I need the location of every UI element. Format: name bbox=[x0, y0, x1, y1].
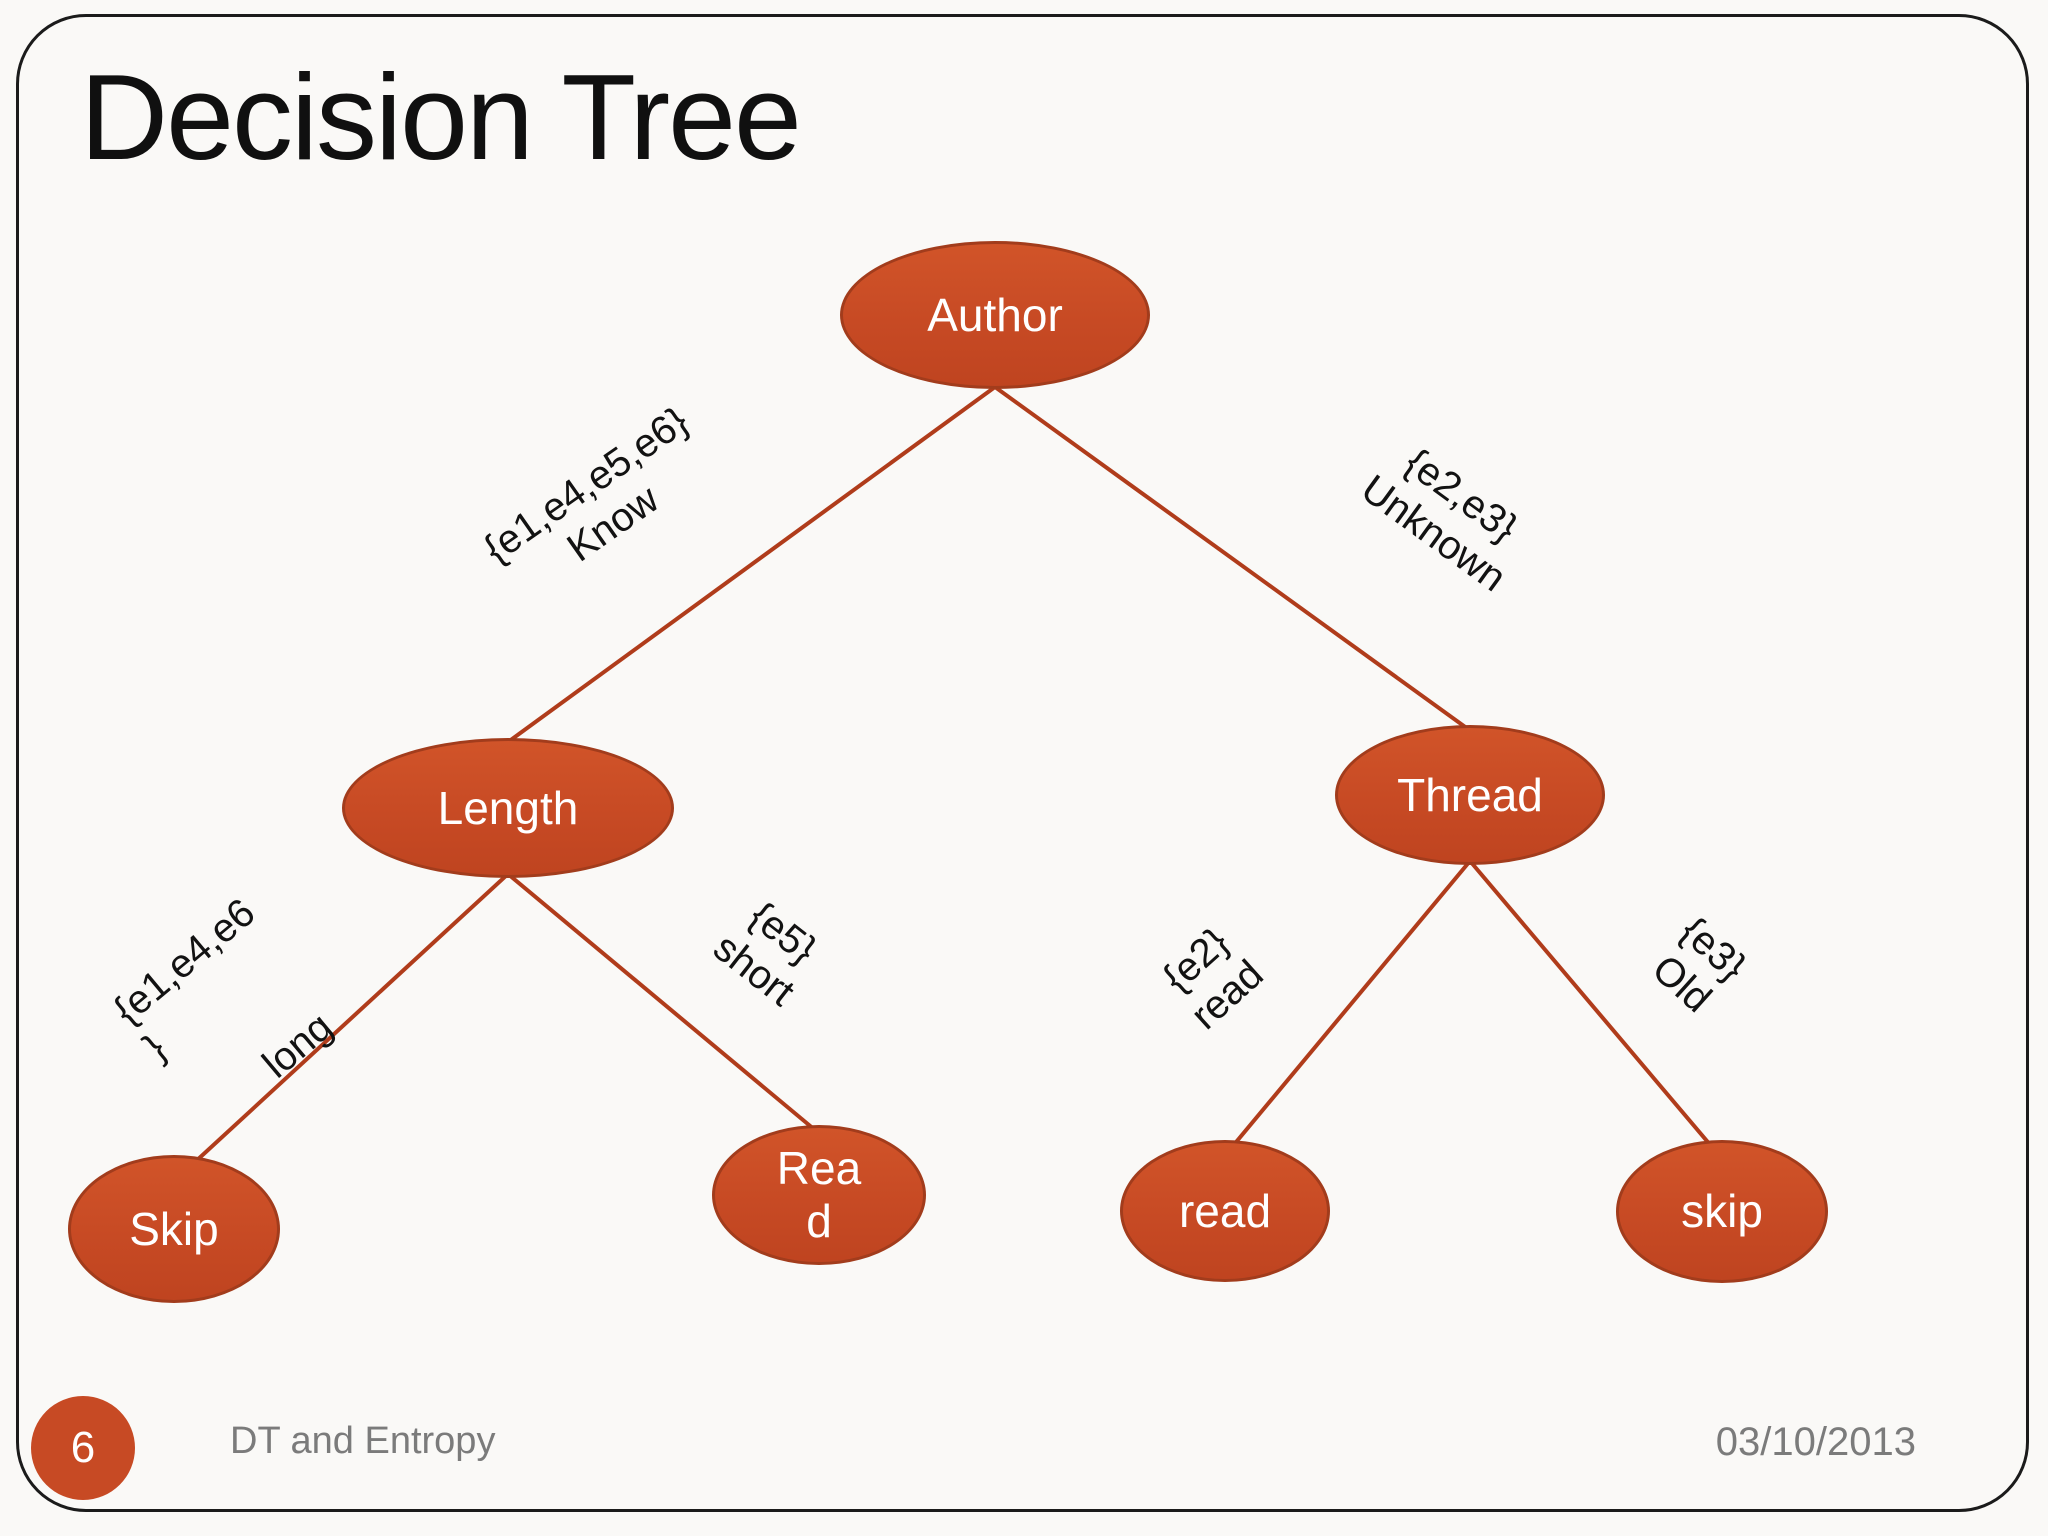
tree-node-author: Author bbox=[840, 241, 1150, 389]
tree-node-read-right: read bbox=[1120, 1140, 1330, 1282]
slide-border bbox=[16, 14, 2029, 1512]
tree-node-length: Length bbox=[342, 738, 674, 878]
footer-date: 03/10/2013 bbox=[1715, 1420, 1916, 1464]
tree-node-skip-right: skip bbox=[1616, 1140, 1828, 1283]
footer-title: DT and Entropy bbox=[230, 1420, 496, 1462]
page-title: Decision Tree bbox=[80, 49, 802, 185]
page-number-badge: 6 bbox=[31, 1396, 135, 1500]
tree-node-thread: Thread bbox=[1335, 725, 1605, 865]
tree-node-skip: Skip bbox=[68, 1155, 280, 1303]
tree-node-read-left: Rea d bbox=[712, 1125, 926, 1265]
